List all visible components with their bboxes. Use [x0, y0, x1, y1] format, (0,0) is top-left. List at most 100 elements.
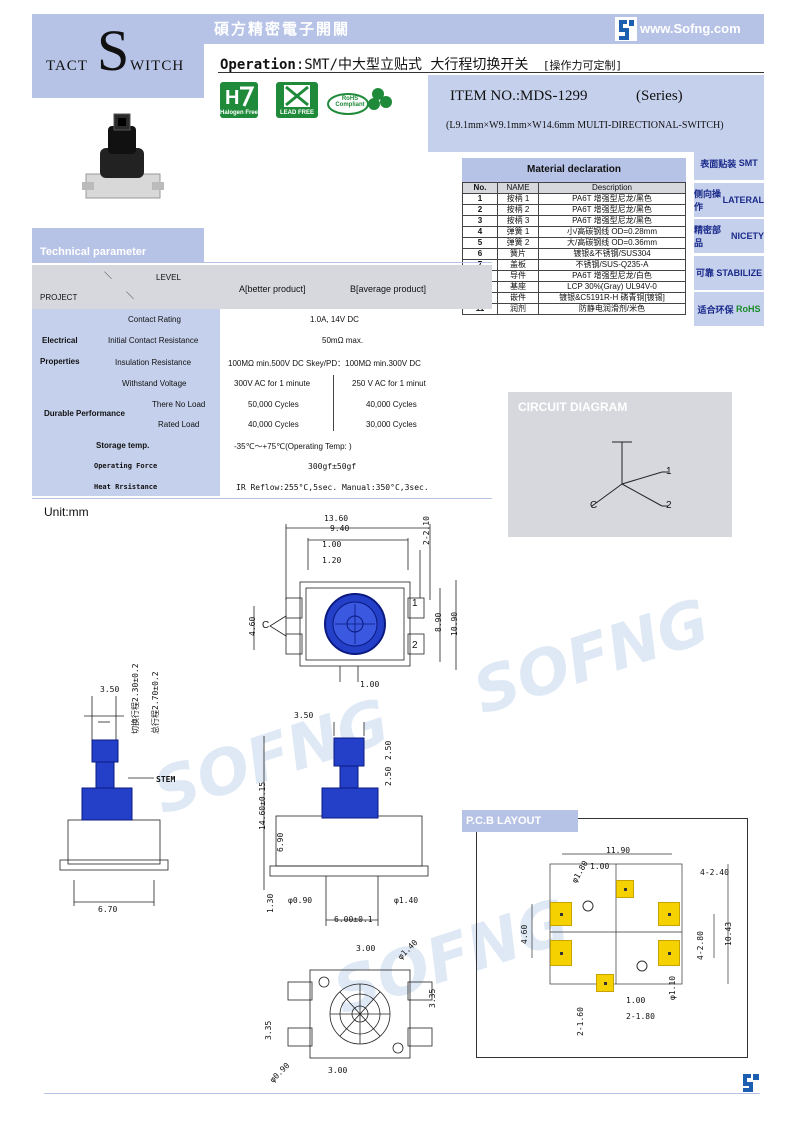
tech-insulation: Insulation Resistance: [115, 358, 192, 367]
material-name: 弹簧 2: [497, 237, 539, 249]
tech-title: Technical parameter: [40, 246, 147, 258]
material-description: PA6T 增强型尼龙/白色: [538, 270, 686, 282]
dim-3.35-left: 3.35: [264, 1020, 273, 1040]
col-description: Description: [538, 182, 686, 194]
circuit-1: 1: [666, 466, 672, 477]
pcb-dim-1.00-bottom: 1.00: [626, 996, 646, 1005]
material-title: Material declaration: [462, 158, 686, 182]
tech-col-divider: [333, 375, 334, 431]
dim-phi0.90-front: φ0.90: [288, 896, 313, 905]
pin-2: 2: [412, 640, 418, 651]
tech-rated-load-a: 40,000 Cycles: [248, 420, 299, 429]
material-description: 小/高碳钢线 OD=0.28mm: [538, 226, 686, 238]
material-row: 10嵌件镀银&C5191R-H 磷青铜[镀锡]: [462, 292, 686, 304]
dim-3.35-right: 3.35: [428, 988, 437, 1008]
tech-initial-contact-val: 50mΩ max.: [322, 336, 364, 345]
footer-logo-icon: [743, 1074, 759, 1092]
material-name: 按柄 2: [497, 204, 539, 216]
pcb-dim-2-1.80: 2-1.80: [626, 1012, 655, 1021]
tag-smt-en: SMT: [738, 158, 758, 168]
material-row: 11润剂防静电润滑剂/米色: [462, 303, 686, 315]
dim-phi0.90-bottom: φ0.90: [268, 1060, 292, 1085]
material-row: 9基座LCP 30%(Gray) UL94V-0: [462, 281, 686, 293]
tag-nicety-en: NICETY: [730, 231, 764, 242]
tech-col-b: B[average product]: [350, 284, 427, 294]
pcb-title: P.C.B LAYOUT: [466, 815, 542, 827]
dim-total-stroke: 总行程2.70±0.2: [151, 671, 160, 734]
tech-no-load-a: 50,000 Cycles: [248, 400, 299, 409]
unit-label: Unit:mm: [44, 505, 89, 519]
dim-6.00: 6.00±0.1: [334, 915, 373, 924]
material-description: 镀银&C5191R-H 磷青铜[镀锡]: [538, 292, 686, 304]
tech-withstand: Withstand Voltage: [122, 379, 187, 388]
rohs-badge: RoHS Compliant: [326, 82, 394, 118]
material-name: 嵌件: [497, 292, 539, 304]
lead-free-label: LEAD FREE: [279, 110, 314, 116]
operation-title: Operation:SMT/中大型立贴式 大行程切换开关 [操作力可定制]: [220, 54, 622, 74]
item-box: [428, 75, 764, 152]
brand-s: S: [97, 18, 130, 83]
bottom-view: [287, 969, 433, 1059]
material-description: LCP 30%(Gray) UL94V-0: [538, 281, 686, 293]
front-view: [263, 722, 429, 926]
operation-text: :SMT/中大型立贴式 大行程切换开关: [295, 57, 529, 73]
material-row: 7盖板不锈钢/SUS-Q235-A: [462, 259, 686, 271]
material-description: PA6T 增强型尼龙/黑色: [538, 204, 686, 216]
tech-storage: Storage temp.: [96, 441, 150, 450]
footer-line: [44, 1093, 760, 1094]
brand-tact: TACT: [46, 58, 88, 74]
tag-rohs: 适合环保 RoHS: [694, 292, 764, 327]
material-description: 镀银&不锈钢/SUS304: [538, 248, 686, 260]
dim-9.40: 9.40: [330, 524, 350, 533]
material-name: 按柄 3: [497, 215, 539, 227]
col-no: No.: [462, 182, 498, 194]
dim-3.50-left: 3.50: [100, 685, 120, 694]
dim-10.90: 10.90: [450, 611, 459, 636]
product-photo: [82, 113, 164, 199]
tag-stabilize-en: STABILIZE: [716, 267, 763, 278]
tech-no-load-b: 40,000 Cycles: [366, 400, 417, 409]
tech-rated-load-b: 30,000 Cycles: [366, 420, 417, 429]
tag-nicety-cn: 精密部品: [694, 225, 722, 249]
slash-1: ＼: [104, 271, 112, 280]
pcb-pad-4: [658, 940, 680, 966]
material-no: 6: [462, 248, 498, 260]
circuit-2: 2: [666, 500, 672, 511]
material-name: 导件: [497, 270, 539, 282]
tag-stabilize: 可靠 STABILIZE: [694, 255, 764, 290]
tag-stabilize-cn: 可靠: [695, 268, 714, 279]
lead-free-badge: LEAD FREE: [276, 82, 318, 118]
dim-3.50-front: 3.50: [294, 711, 314, 720]
dim-4.60: 4.60: [248, 616, 257, 636]
tech-contact-rating-val: 1.0A, 14V DC: [310, 315, 359, 324]
dim-2.50-b: 2.50: [384, 766, 393, 786]
watermark-1: SOFNG: [464, 584, 718, 729]
dim-1.20: 1.20: [322, 556, 342, 565]
material-name: 簧片: [497, 248, 539, 260]
material-name: 润剂: [497, 303, 539, 315]
tech-col-a: A[better product]: [239, 284, 306, 294]
dim-13.60: 13.60: [324, 514, 349, 523]
material-no: 2: [462, 204, 498, 216]
tech-properties: Properties: [40, 357, 80, 366]
brand-witch: WITCH: [130, 58, 185, 74]
pcb-box: [476, 818, 748, 1058]
tag-lateral-en: LATERAL: [722, 194, 764, 205]
pin-c: C: [262, 620, 270, 631]
tech-project: PROJECT: [40, 293, 78, 302]
dim-1.30: 1.30: [266, 893, 275, 913]
pcb-pad-5: [616, 880, 634, 898]
website-link[interactable]: www.Sofng.com: [640, 21, 741, 36]
operation-note: [操作力可定制]: [542, 59, 623, 72]
pcb-pad-1: [550, 902, 572, 926]
tag-rohs-cn: 适合环保: [697, 304, 734, 315]
dim-3.00-bottom-a: 3.00: [356, 944, 376, 953]
tech-durable: Durable Performance: [44, 409, 125, 418]
dim-1.00-bottom: 1.00: [360, 680, 380, 689]
tech-operating-force-val: 300gf±50gf: [308, 462, 357, 471]
operation-label: Operation: [220, 57, 296, 73]
dim-switch-stroke: 切换行程2.30±0.2: [131, 663, 140, 734]
